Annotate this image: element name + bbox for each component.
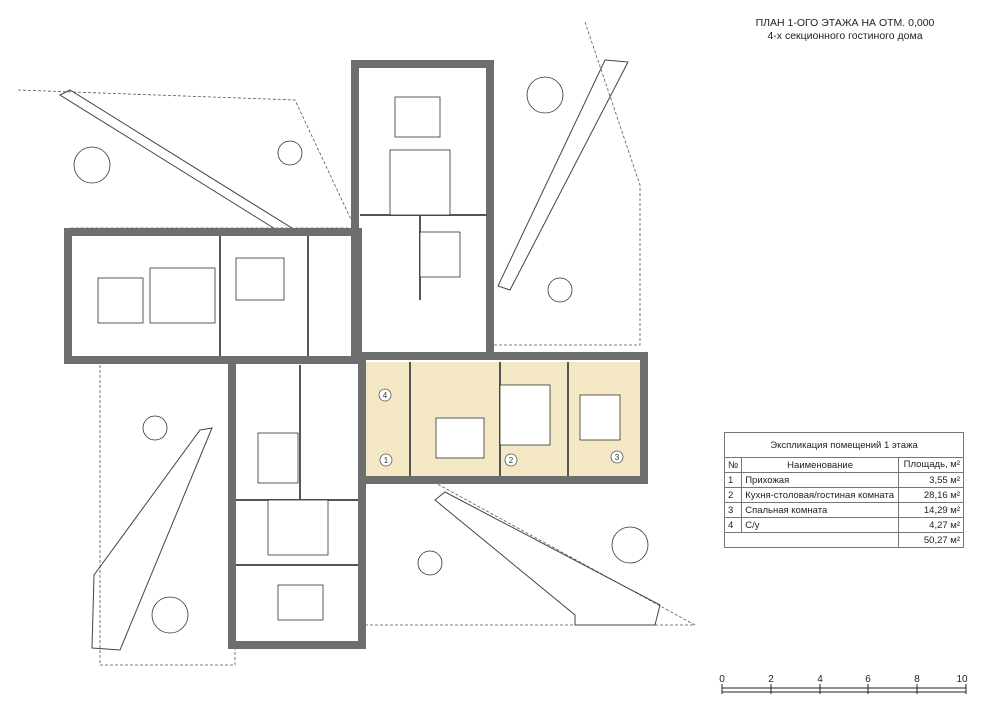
table-row: 4 С/у 4,27 м² (723, 517, 964, 533)
row-area: 14,29 м² (898, 502, 964, 518)
scale-label: 0 (719, 674, 725, 685)
table-row: 1 Прихожая 3,55 м² (723, 472, 964, 488)
room-marker-2: 2 (509, 456, 514, 465)
row-name: Спальная комната (741, 502, 899, 518)
terrace-tables (142, 140, 573, 576)
row-area: 4,27 м² (898, 517, 964, 533)
col-num-header: № (723, 457, 743, 473)
explication-table: Экспликация помещений 1 этажа № Наименов… (723, 432, 964, 548)
scale-label: 2 (768, 674, 774, 685)
plan-title-line2: 4-х секционного гостиного дома (767, 30, 923, 42)
row-num: 1 (723, 472, 743, 488)
row-name: Кухня-столовая/гостиная комната (741, 487, 899, 503)
row-name: Прихожая (741, 472, 899, 488)
plan-title-line1: ПЛАН 1-ОГО ЭТАЖА НА ОТМ. 0,000 (755, 17, 935, 29)
room-marker-4: 4 (383, 391, 388, 400)
row-name: С/у (741, 517, 899, 533)
scale-bar (721, 684, 967, 694)
total-row: 50,27 м² (724, 532, 964, 548)
room-marker-1: 1 (384, 456, 389, 465)
walls (64, 60, 648, 649)
table-row: 3 Спальная комната 14,29 м² (723, 502, 964, 518)
plan-title: ПЛАН 1-ОГО ЭТАЖА НА ОТМ. 0,000 4-х секци… (700, 17, 990, 43)
row-num: 3 (723, 502, 743, 518)
scale-label: 8 (914, 674, 920, 685)
scale-label: 10 (956, 674, 968, 685)
row-num: 2 (723, 487, 743, 503)
trees (73, 76, 649, 634)
total-area: 50,27 м² (898, 532, 964, 548)
scale-label: 4 (817, 674, 823, 685)
room-marker-3: 3 (615, 453, 620, 462)
furniture (97, 96, 621, 621)
explication-caption: Экспликация помещений 1 этажа (724, 432, 964, 458)
row-num: 4 (723, 517, 743, 533)
room-markers: 1 2 3 4 (378, 388, 624, 467)
row-area: 28,16 м² (898, 487, 964, 503)
row-area: 3,55 м² (898, 472, 964, 488)
scale-label: 6 (865, 674, 871, 685)
col-name-header: Наименование (741, 457, 899, 473)
table-row: 2 Кухня-столовая/гостиная комната 28,16 … (723, 487, 964, 503)
col-area-header: Площадь, м² (898, 457, 964, 473)
